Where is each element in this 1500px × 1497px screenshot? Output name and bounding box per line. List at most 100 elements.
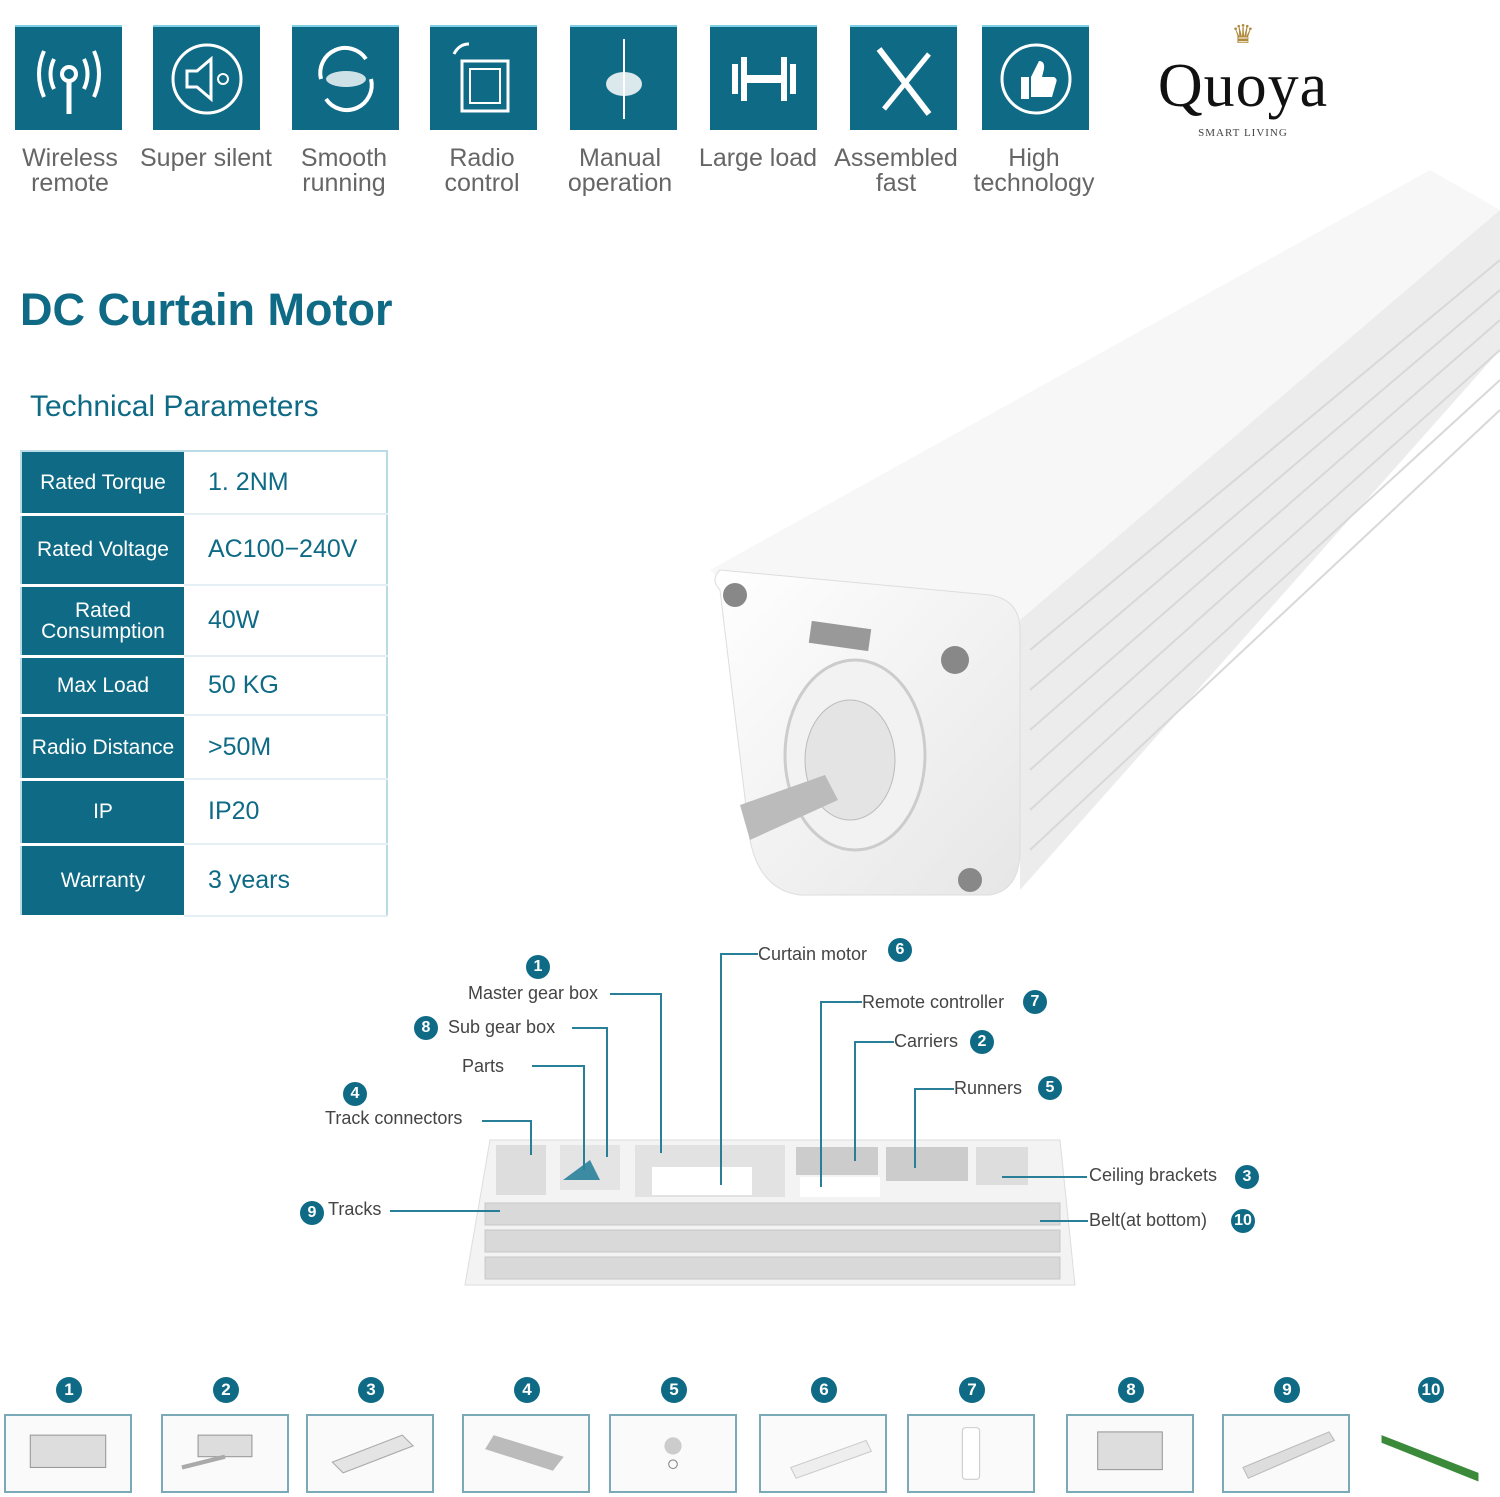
leader-line bbox=[583, 1065, 585, 1170]
rotate-arrows-icon bbox=[317, 45, 374, 112]
thumbs-up-icon bbox=[1000, 43, 1071, 114]
part-number-badge: 10 bbox=[1418, 1377, 1444, 1403]
number-badge: 7 bbox=[1023, 990, 1047, 1014]
speaker-mute-icon bbox=[171, 43, 242, 114]
leader-line bbox=[610, 993, 662, 995]
part-image-icon bbox=[29, 1434, 107, 1468]
params-title: Technical Parameters bbox=[30, 390, 319, 423]
param-value: 1. 2NM bbox=[184, 451, 387, 515]
leader-line bbox=[482, 1120, 532, 1122]
feature-hand-pull-icon bbox=[570, 25, 677, 130]
leader-line bbox=[720, 953, 758, 955]
leader-line bbox=[1040, 1220, 1088, 1222]
param-value: 3 years bbox=[184, 844, 387, 917]
feature-dumbbell-icon bbox=[710, 25, 817, 130]
label-runners: Runners bbox=[954, 1078, 1023, 1098]
param-key: Rated Torque bbox=[21, 451, 184, 516]
feature-tools-icon bbox=[850, 25, 957, 130]
feature-label: Super silent bbox=[139, 144, 273, 172]
feature-label: Wireless remote bbox=[22, 144, 118, 197]
kit-box-illustration bbox=[464, 1139, 1076, 1286]
param-key: IP bbox=[21, 779, 184, 846]
label-track-connectors: Track connectors bbox=[325, 1108, 463, 1128]
part-image-icon bbox=[789, 1439, 873, 1479]
leader-line bbox=[660, 993, 662, 1153]
part-image-icon bbox=[961, 1426, 981, 1480]
leader-line bbox=[854, 1041, 856, 1161]
crown-icon: ♛ bbox=[1231, 19, 1255, 49]
number-badge: 6 bbox=[888, 938, 912, 962]
leader-line bbox=[1002, 1176, 1087, 1178]
part-thumbnail bbox=[1066, 1414, 1194, 1493]
param-value: 50 KG bbox=[184, 656, 387, 716]
feature-label: Assembled fast bbox=[834, 144, 958, 197]
leader-line bbox=[914, 1088, 954, 1090]
feature-speaker-mute-icon bbox=[153, 25, 260, 130]
part-number-badge: 2 bbox=[213, 1377, 239, 1403]
param-key: Rated Consumption bbox=[21, 585, 184, 658]
brand-tagline: SMART LIVING bbox=[1198, 127, 1288, 139]
number-badge: 3 bbox=[1235, 1165, 1259, 1189]
leader-line bbox=[572, 1027, 608, 1029]
part-thumbnail bbox=[462, 1414, 590, 1493]
part-thumbnail bbox=[1222, 1414, 1350, 1493]
feature-label: High technology bbox=[973, 144, 1095, 197]
param-row: Radio Distance>50M bbox=[21, 715, 387, 781]
param-value: AC100−240V bbox=[184, 514, 387, 586]
wireless-antenna-icon bbox=[36, 49, 101, 114]
part-number-badge: 8 bbox=[1118, 1377, 1144, 1403]
number-badge: 9 bbox=[300, 1201, 324, 1225]
part-thumbnail bbox=[759, 1414, 887, 1493]
page-title: DC Curtain Motor bbox=[20, 284, 393, 335]
param-value: >50M bbox=[184, 715, 387, 780]
param-value: 40W bbox=[184, 585, 387, 657]
label-sub-gear-box: Sub gear box bbox=[448, 1017, 556, 1037]
leader-line bbox=[530, 1120, 532, 1155]
number-badge: 4 bbox=[343, 1082, 367, 1106]
leader-line bbox=[820, 1001, 822, 1187]
part-image-icon bbox=[1097, 1430, 1163, 1470]
hand-pull-icon bbox=[605, 38, 642, 119]
feature-thumbs-up-icon bbox=[982, 25, 1089, 130]
part-thumbnail bbox=[4, 1414, 132, 1493]
leader-line bbox=[854, 1041, 894, 1043]
leader-line bbox=[820, 1001, 862, 1003]
feature-label: Radio control bbox=[444, 144, 520, 197]
param-key: Max Load bbox=[21, 656, 184, 717]
part-number-badge: 5 bbox=[661, 1377, 687, 1403]
part-thumbnail bbox=[306, 1414, 434, 1493]
motor-illustration bbox=[710, 170, 1500, 896]
part-number-badge: 7 bbox=[959, 1377, 985, 1403]
feature-wireless-antenna-icon bbox=[15, 25, 122, 130]
leader-line bbox=[720, 953, 722, 1185]
label-remote-controller: Remote controller bbox=[862, 992, 1005, 1012]
brand-name: Quoya bbox=[1157, 52, 1329, 120]
part-number-badge: 9 bbox=[1274, 1377, 1300, 1403]
feature-rotate-arrows-icon bbox=[292, 25, 399, 130]
radio-switch-icon bbox=[452, 42, 509, 112]
label-curtain-motor: Curtain motor bbox=[758, 944, 868, 964]
number-badge: 10 bbox=[1231, 1209, 1255, 1233]
param-value: IP20 bbox=[184, 779, 387, 845]
part-image-icon bbox=[485, 1434, 564, 1471]
leader-line bbox=[606, 1027, 608, 1157]
part-image-icon bbox=[181, 1434, 253, 1470]
leader-line bbox=[532, 1065, 584, 1067]
part-thumbnail bbox=[1366, 1414, 1494, 1493]
number-badge: 2 bbox=[970, 1030, 994, 1054]
part-thumbnail bbox=[609, 1414, 737, 1493]
number-badge: 1 bbox=[526, 955, 550, 979]
label-master-gear-box: Master gear box bbox=[468, 983, 599, 1003]
feature-radio-switch-icon bbox=[430, 25, 537, 130]
feature-label: Large load bbox=[698, 144, 818, 172]
number-badge: 8 bbox=[414, 1016, 438, 1040]
brand-logo: ♛ Quoya SMART LIVING bbox=[1138, 18, 1348, 140]
leader-line bbox=[390, 1210, 500, 1212]
